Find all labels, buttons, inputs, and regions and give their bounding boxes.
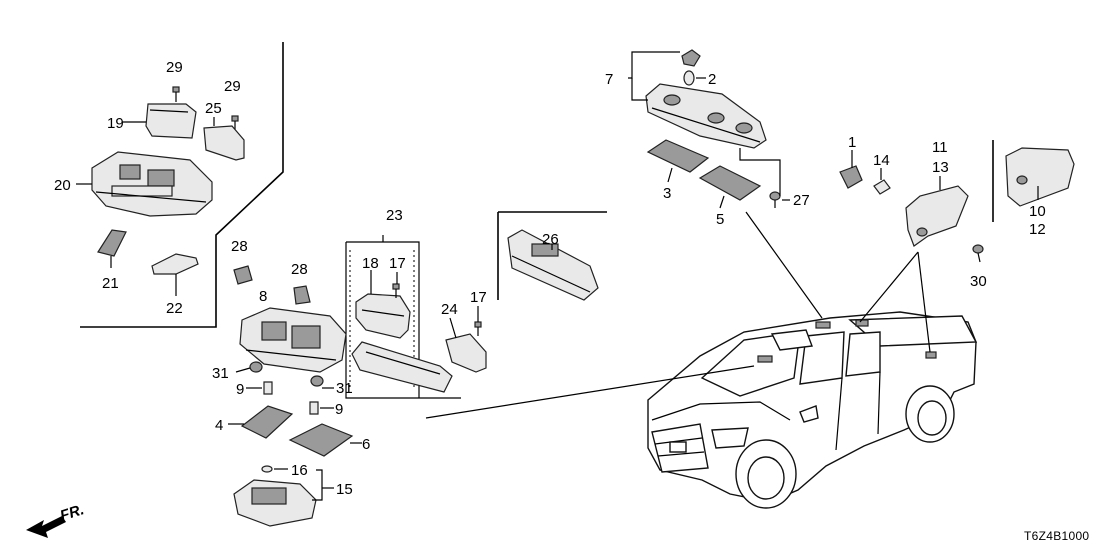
map-light-assembly-group bbox=[76, 86, 245, 296]
callout-25: 25 bbox=[205, 100, 222, 117]
callout-28: 28 bbox=[231, 238, 248, 255]
callout-24: 24 bbox=[441, 301, 458, 318]
callout-20: 20 bbox=[54, 177, 71, 194]
part-18-switch-unit bbox=[355, 293, 411, 339]
front-direction-arrow: FR. bbox=[26, 501, 86, 538]
callout-2: 2 bbox=[708, 71, 716, 88]
callout-numbers: 29 29 25 19 20 21 22 28 28 8 31 31 9 9 4… bbox=[54, 59, 1046, 498]
part-17-screw-top bbox=[392, 283, 400, 298]
part-19-bracket bbox=[145, 103, 197, 139]
callout-4: 4 bbox=[215, 417, 223, 434]
callout-19: 19 bbox=[107, 115, 124, 132]
callout-13: 13 bbox=[932, 159, 949, 176]
part-14-bulb bbox=[873, 179, 891, 195]
part-28-socket-right bbox=[293, 285, 311, 305]
callout-31: 31 bbox=[212, 365, 229, 382]
part-10-bed-light bbox=[1005, 147, 1075, 207]
callout-31: 31 bbox=[336, 380, 353, 397]
part-2-clip bbox=[681, 49, 701, 67]
part-16-oring bbox=[261, 465, 273, 473]
callout-29: 29 bbox=[224, 78, 241, 95]
callout-29: 29 bbox=[166, 59, 183, 76]
callout-6: 6 bbox=[362, 436, 370, 453]
part-31-bulb-socket-right bbox=[310, 375, 324, 387]
section-frames bbox=[80, 42, 994, 399]
dome-light-group bbox=[628, 49, 1075, 263]
part-31-bulb-socket-left bbox=[249, 361, 263, 373]
diagram-code: T6Z4B1000 bbox=[1024, 529, 1089, 543]
part-6-lens bbox=[288, 423, 354, 457]
callout-23: 23 bbox=[386, 207, 403, 224]
part-25-module bbox=[203, 125, 245, 161]
part-21-lens bbox=[97, 229, 127, 257]
callout-15: 15 bbox=[336, 481, 353, 498]
callout-17: 17 bbox=[389, 255, 406, 272]
overhead-console-group bbox=[228, 265, 362, 527]
part-3-lens bbox=[646, 139, 710, 173]
front-direction-label: FR. bbox=[58, 501, 86, 525]
part-29-screw-left bbox=[172, 86, 180, 102]
callout-17: 17 bbox=[470, 289, 487, 306]
callout-8: 8 bbox=[259, 288, 267, 305]
part-30-screw bbox=[972, 244, 984, 263]
callout-18: 18 bbox=[362, 255, 379, 272]
part-9-bulb-left bbox=[263, 381, 273, 395]
callout-14: 14 bbox=[873, 152, 890, 169]
callout-10: 10 bbox=[1029, 203, 1046, 220]
callout-1: 1 bbox=[848, 134, 856, 151]
part-28-socket-left bbox=[233, 265, 253, 285]
part-11-cargo-light bbox=[905, 185, 969, 247]
part-26-rail-light bbox=[507, 229, 599, 301]
callout-21: 21 bbox=[102, 275, 119, 292]
part-27-screw bbox=[769, 191, 781, 208]
part-9-bulb-right bbox=[309, 401, 319, 415]
callout-7: 7 bbox=[605, 71, 613, 88]
rear-light-lens bbox=[351, 341, 453, 393]
callout-9: 9 bbox=[335, 401, 343, 418]
rear-console-group bbox=[351, 229, 599, 393]
callout-5: 5 bbox=[716, 211, 724, 228]
location-pointers bbox=[425, 211, 931, 419]
part-22-clip bbox=[151, 253, 199, 275]
vehicle-illustration bbox=[647, 311, 978, 509]
callout-28: 28 bbox=[291, 261, 308, 278]
callout-26: 26 bbox=[542, 231, 559, 248]
callout-30: 30 bbox=[970, 273, 987, 290]
callout-16: 16 bbox=[291, 462, 308, 479]
callout-9: 9 bbox=[236, 381, 244, 398]
callout-22: 22 bbox=[166, 300, 183, 317]
callout-11: 11 bbox=[932, 139, 948, 156]
part-24-module bbox=[445, 333, 487, 373]
callout-12: 12 bbox=[1029, 221, 1046, 238]
part-5-lens bbox=[698, 165, 762, 201]
callout-27: 27 bbox=[793, 192, 810, 209]
part-17-screw-right bbox=[474, 321, 482, 336]
callout-3: 3 bbox=[663, 185, 671, 202]
part-4-lens bbox=[240, 405, 294, 439]
part-1-socket bbox=[839, 165, 863, 189]
